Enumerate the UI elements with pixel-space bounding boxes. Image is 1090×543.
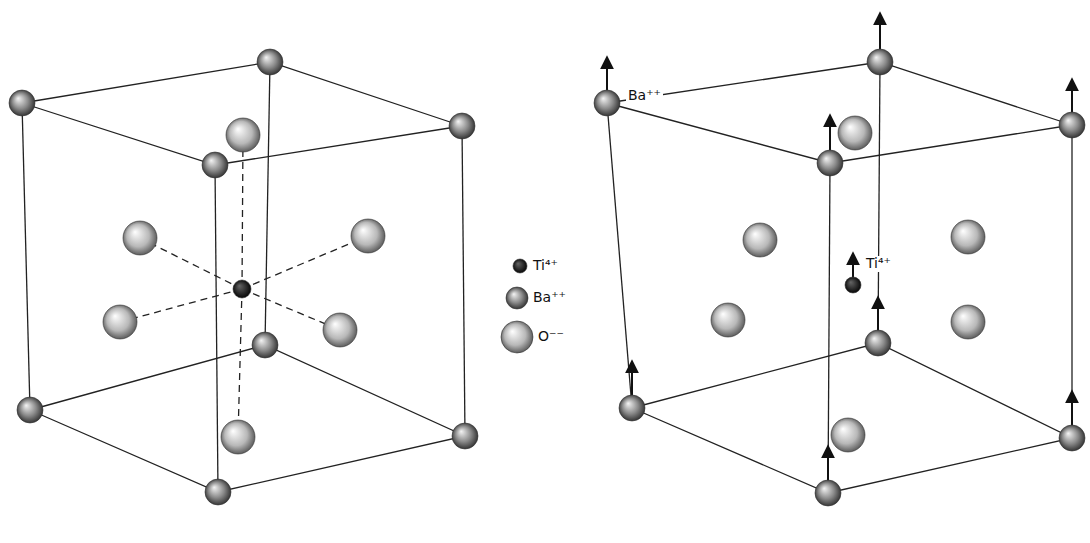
legend-symbols [501,259,533,353]
bond-lines [120,135,368,437]
atoms-right [594,49,1085,506]
legend-text: Ba⁺⁺ [533,289,566,305]
legend-entry: Ti⁴⁺ [533,258,558,273]
legend-text: Ti⁴⁺ [533,257,558,273]
tetragonal-cell [607,62,1072,493]
atoms-left [9,49,478,505]
cubic-cell [22,62,465,492]
legend-entry: O⁻⁻ [538,329,564,344]
ion-label: Ti⁴⁺ [864,256,893,271]
legend-text: O⁻⁻ [538,328,564,344]
ion-label: Ba⁺⁺ [626,88,663,103]
displacement-arrows [607,14,1072,480]
legend-entry: Ba⁺⁺ [533,290,566,305]
